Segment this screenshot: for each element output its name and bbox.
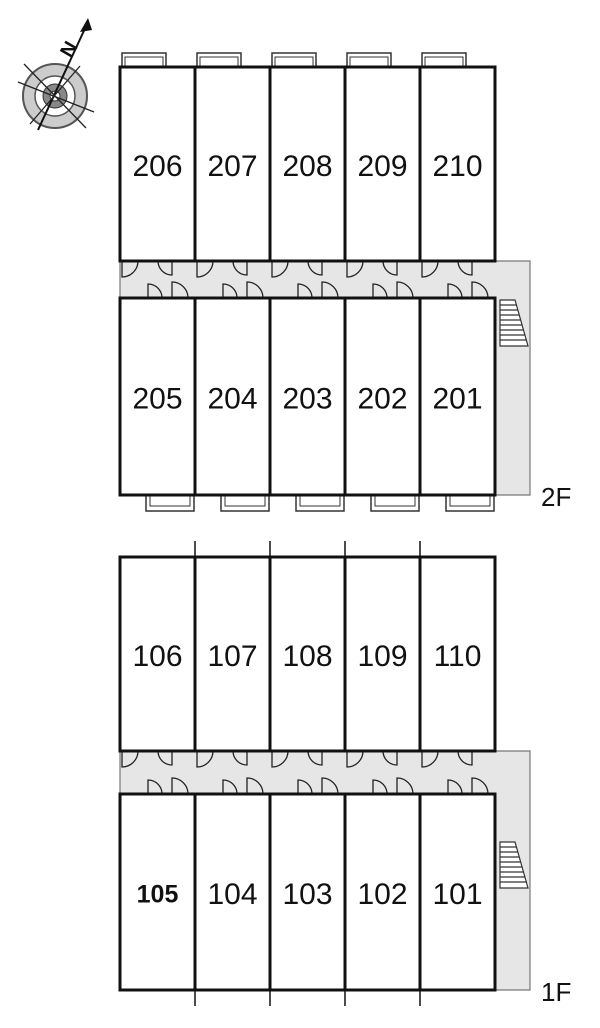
balcony xyxy=(421,52,467,68)
room-207: 207 xyxy=(193,65,272,263)
floor-1f: 106 107 108 109 110 105 104 103 102 101 1F xyxy=(118,541,571,1007)
room-number-label: 106 xyxy=(132,640,182,673)
room-209: 209 xyxy=(343,65,422,263)
door-icon xyxy=(421,260,489,299)
door-icon xyxy=(271,750,339,795)
room-number-label: 201 xyxy=(432,382,482,415)
door-icon xyxy=(196,260,264,299)
room-number-label: 103 xyxy=(282,878,332,911)
room-104: 104 xyxy=(193,792,272,992)
room-number-label: 206 xyxy=(132,150,182,183)
door-icon xyxy=(121,260,189,299)
door-icon xyxy=(196,750,264,795)
room-101: 101 xyxy=(418,792,497,992)
door-icon xyxy=(271,260,339,299)
stairs-icon xyxy=(499,841,529,889)
room-203: 203 xyxy=(268,296,347,497)
room-number-label: 109 xyxy=(357,640,407,673)
room-number-label: 107 xyxy=(207,640,257,673)
balcony xyxy=(196,52,242,68)
room-103: 103 xyxy=(268,792,347,992)
balcony xyxy=(121,52,167,68)
floor-label: 1F xyxy=(541,977,571,1007)
room-number-label: 205 xyxy=(132,382,182,415)
room-205: 205 xyxy=(118,296,197,497)
balcony xyxy=(346,52,392,68)
room-number-label: 210 xyxy=(432,150,482,183)
room-106: 106 xyxy=(118,555,197,753)
room-105: 105 xyxy=(118,792,197,992)
room-201: 201 xyxy=(418,296,497,497)
door-icon xyxy=(346,750,414,795)
room-number-label: 105 xyxy=(137,881,179,909)
balcony xyxy=(271,52,317,68)
room-102: 102 xyxy=(343,792,422,992)
room-210: 210 xyxy=(418,65,497,263)
room-number-label: 202 xyxy=(357,382,407,415)
room-208: 208 xyxy=(268,65,347,263)
room-number-label: 209 xyxy=(357,150,407,183)
compass-icon: N xyxy=(17,18,95,131)
room-number-label: 102 xyxy=(357,878,407,911)
room-number-label: 204 xyxy=(207,382,257,415)
stairs-icon xyxy=(499,299,529,347)
balcony xyxy=(295,494,345,512)
room-107: 107 xyxy=(193,555,272,753)
room-109: 109 xyxy=(343,555,422,753)
room-number-label: 108 xyxy=(282,640,332,673)
door-icon xyxy=(421,750,489,795)
room-number-label: 101 xyxy=(432,878,482,911)
room-number-label: 104 xyxy=(207,878,257,911)
door-icon xyxy=(121,750,189,795)
room-202: 202 xyxy=(343,296,422,497)
balcony xyxy=(145,494,195,512)
balcony xyxy=(445,494,495,512)
balcony xyxy=(370,494,420,512)
room-number-label: 207 xyxy=(207,150,257,183)
room-108: 108 xyxy=(268,555,347,753)
room-number-label: 208 xyxy=(282,150,332,183)
balcony xyxy=(220,494,270,512)
floor-2f: 206 207 208 209 210 205 204 203 202 201 2F xyxy=(118,52,571,512)
floor-label: 2F xyxy=(541,482,571,512)
door-icon xyxy=(346,260,414,299)
room-110: 110 xyxy=(418,555,497,753)
room-206: 206 xyxy=(118,65,197,263)
room-number-label: 110 xyxy=(434,640,482,673)
room-number-label: 203 xyxy=(282,382,332,415)
room-204: 204 xyxy=(193,296,272,497)
